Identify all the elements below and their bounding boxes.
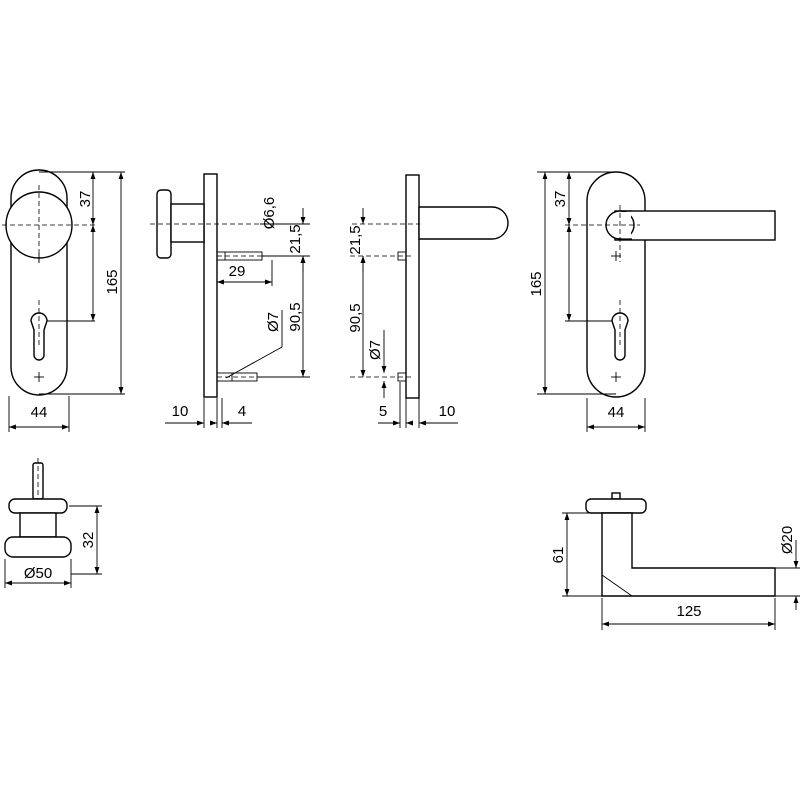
- dim-knob-side-90-5: 90,5: [287, 302, 304, 331]
- dim-knob-37: 37: [77, 191, 94, 208]
- dim-lever-37: 37: [552, 191, 569, 208]
- dim-knob-diam-50: Ø50: [24, 565, 52, 582]
- dim-lever-side-10: 10: [439, 403, 456, 420]
- knob-top-neck: [19, 512, 57, 538]
- dim-lever-length-125: 125: [676, 603, 701, 620]
- knob-top-grip: [4, 536, 72, 558]
- lever-front-view: 37 165 44: [528, 171, 776, 432]
- dim-lever-side-90-5: 90,5: [347, 303, 364, 332]
- lever-top-view: 61 Ø20 125: [550, 492, 800, 630]
- dim-lever-width-44: 44: [608, 404, 625, 421]
- knob-front-view: 37 165 44: [2, 169, 125, 432]
- lever-front-handle: [614, 210, 776, 241]
- lever-escutcheon-plate: [586, 171, 646, 398]
- lever-side-view: 21,5 90,5 Ø7 5 10: [347, 174, 509, 428]
- dim-knob-side-diam-hole: Ø6,6: [261, 197, 278, 230]
- dim-knob-side-4: 4: [238, 403, 246, 420]
- dim-lever-165: 165: [528, 271, 545, 296]
- dim-knob-height-32: 32: [80, 532, 97, 549]
- lever-top-spindle: [611, 492, 621, 500]
- dim-lever-side-5: 5: [379, 403, 387, 420]
- knob-side-plate: [203, 173, 218, 398]
- dim-lever-height-61: 61: [550, 547, 567, 564]
- dim-knob-side-diam-7: Ø7: [265, 312, 282, 332]
- dim-lever-side-diam-7: Ø7: [367, 340, 384, 360]
- dim-knob-165: 165: [104, 269, 121, 294]
- knob-top-view: 32 Ø50: [4, 458, 102, 588]
- knob-side-neck: [170, 203, 205, 243]
- lever-top-rose: [585, 498, 647, 514]
- dim-knob-side-10: 10: [172, 403, 189, 420]
- dim-lever-side-21-5: 21,5: [347, 225, 364, 254]
- knob-side-view: Ø6,6 21,5 29 Ø7 90,5 10 4: [150, 173, 310, 428]
- dim-knob-width-44: 44: [31, 404, 48, 421]
- dim-lever-diam-20: Ø20: [779, 526, 796, 554]
- dim-knob-side-21-5: 21,5: [287, 224, 304, 253]
- lever-side-handle: [418, 206, 509, 240]
- lever-top-handle: [601, 512, 776, 597]
- dim-knob-side-29: 29: [229, 263, 246, 280]
- lever-side-plate: [405, 174, 420, 399]
- knob-top-rose: [8, 498, 68, 514]
